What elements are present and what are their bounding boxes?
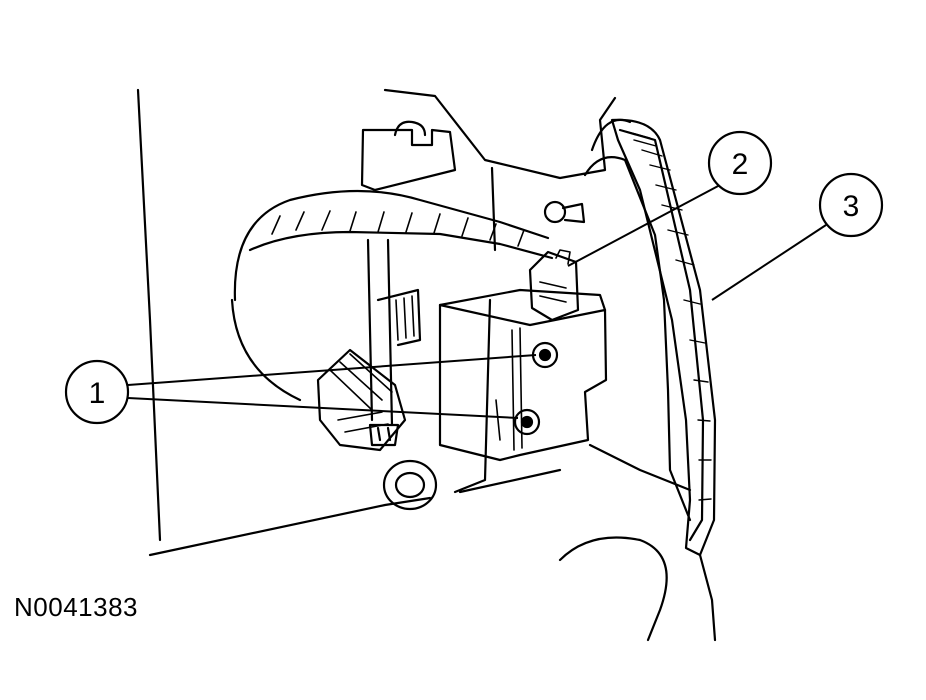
wiring-harness-loop: [233, 189, 550, 302]
mounting-stud-lower-nut: [520, 415, 534, 429]
cavity-outline-top: [383, 88, 617, 180]
bracket-post: [366, 238, 422, 427]
body-panel-lower: [148, 468, 562, 557]
body-panel-edge: [136, 88, 162, 542]
bulb-socket-body: [316, 348, 407, 452]
callout-1-leader-upper: [127, 354, 537, 386]
tail-lamp-lens-outer: [610, 118, 717, 557]
bulb-socket-terminals: [368, 423, 400, 447]
electrical-connector: [528, 250, 580, 322]
callout-3-leader: [711, 224, 827, 301]
mounting-stud-upper-nut: [538, 348, 552, 362]
upper-bracket-slot: [393, 120, 427, 137]
cavity-inner-outline: [453, 166, 497, 494]
callout-3-label: 3: [843, 190, 860, 223]
lower-body-sweep: [558, 536, 668, 642]
harness-ring: [230, 298, 302, 402]
upper-bracket: [360, 128, 457, 192]
callout-2-circle: [707, 130, 773, 196]
bracket-post-inner: [395, 295, 415, 341]
wiring-harness-stripes: [271, 210, 525, 247]
lower-body-right: [698, 553, 717, 642]
figure-id: N0041383: [14, 592, 138, 622]
upper-stud: [543, 200, 567, 224]
tail-lamp-lens-ribs: [627, 131, 712, 501]
callout-1-label: 1: [89, 377, 106, 410]
electrical-connector-detail: [539, 249, 571, 303]
callout-2-label: 2: [732, 148, 749, 181]
upper-stud-shaft: [561, 202, 586, 224]
mounting-plate-edge: [438, 288, 607, 312]
callout-3-circle: [818, 172, 884, 238]
tail-lamp-housing-bottom: [588, 443, 692, 492]
bulb-socket-ribs: [329, 353, 393, 433]
tail-lamp-housing-back: [583, 118, 692, 522]
lower-grommet-outer: [382, 459, 438, 511]
mounting-stud-lower: [513, 408, 541, 436]
callout-2-leader: [567, 184, 721, 267]
wiring-harness-inner: [248, 230, 554, 260]
callout-1-leader-lower: [127, 397, 519, 419]
mounting-plate-face: [495, 327, 523, 451]
mounting-plate: [438, 303, 608, 462]
lower-grommet-inner: [394, 471, 426, 499]
callout-1-circle: [64, 359, 130, 425]
